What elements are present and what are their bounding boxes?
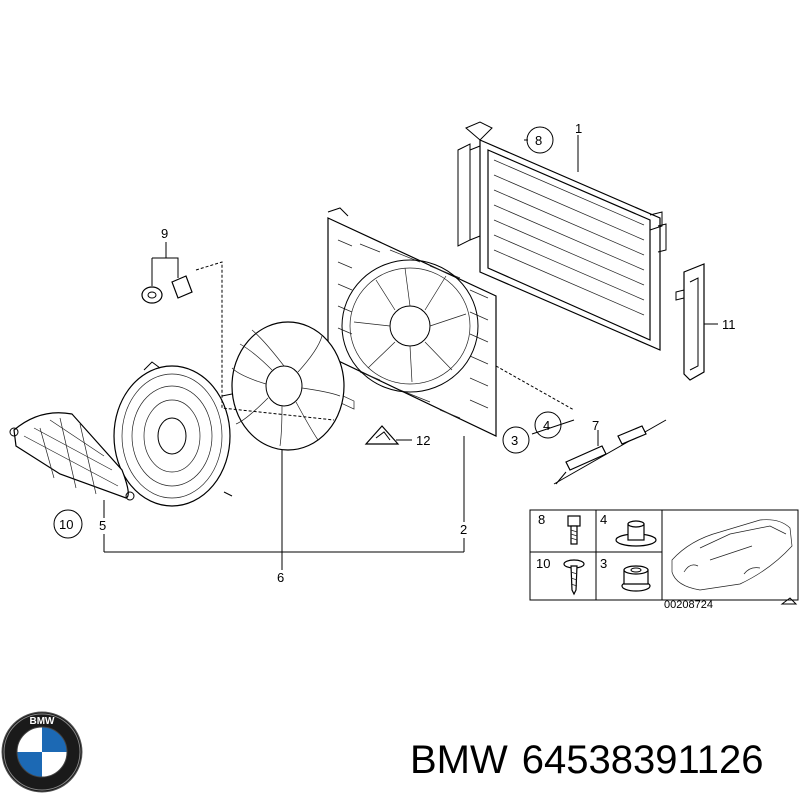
caption-brand: BMW [410,738,508,782]
clip-part [141,275,193,304]
fan-blade-part [231,321,345,451]
reference-code: 00208724 [664,599,713,611]
bolt-icon [567,515,581,545]
fan-grille-part [113,361,233,507]
callout-10: 10 [59,517,73,532]
warning-label-part [364,425,400,445]
callout-11: 11 [722,317,736,332]
callout-5: 5 [99,518,106,533]
caption-part-number: 64538391126 [521,738,764,782]
nut-collar-icon [615,520,657,547]
legend-num-0: 8 [538,512,545,527]
callout-4: 4 [543,418,550,433]
screw-icon [563,559,585,596]
callout-3: 3 [511,433,518,448]
callout-7: 7 [592,418,599,433]
part-caption: BMW 64538391126 [410,738,778,783]
condenser-part [457,121,667,351]
legend-num-2: 10 [536,556,550,571]
callout-2: 2 [460,522,467,537]
hex-nut-icon [621,565,651,592]
callout-1: 1 [575,121,582,136]
callout-9: 9 [161,226,168,241]
leader-lines [103,135,718,570]
bmw-logo: BMW [1,711,83,793]
car-outline-icon [671,519,793,591]
callout-6: 6 [277,570,284,585]
fan-shroud-part [327,207,497,437]
callouts: 8 1 11 9 12 4 3 7 2 10 5 6 [53,121,736,585]
legend-num-1: 4 [600,512,607,527]
callout-8: 8 [535,133,542,148]
legend-num-3: 3 [600,556,607,571]
callout-12: 12 [416,433,430,448]
wiring-part [553,419,667,485]
logo-lettering: BMW [30,716,56,727]
side-bracket-part [675,263,705,381]
cover-grille-part [9,412,135,501]
legend-box: 8 4 10 3 [529,509,799,611]
